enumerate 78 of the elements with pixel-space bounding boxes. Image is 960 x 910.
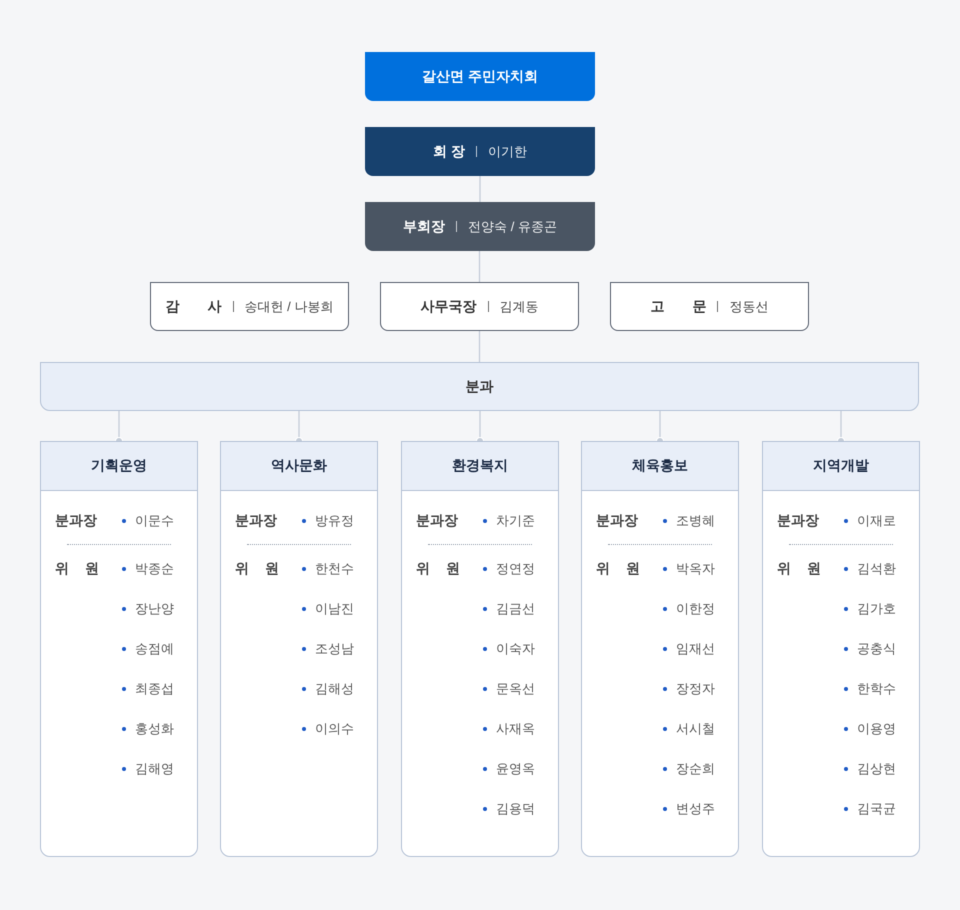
position-title: 갈산면 주민자치회 bbox=[422, 68, 538, 86]
member-name: 정연정 bbox=[496, 560, 535, 578]
committee-card bbox=[762, 441, 920, 857]
role-label: 위 원 bbox=[777, 560, 821, 578]
committee-header: 환경복지 bbox=[402, 442, 558, 491]
member-name: 공충식 bbox=[857, 640, 896, 658]
member-name: 임재선 bbox=[676, 640, 715, 658]
role-label: 위 원 bbox=[55, 560, 99, 578]
member-name: 김해영 bbox=[135, 760, 174, 778]
member-name: 홍성화 bbox=[135, 720, 174, 738]
member-name: 김상현 bbox=[857, 760, 896, 778]
member-name: 장순희 bbox=[676, 760, 715, 778]
member-name: 박종순 bbox=[135, 560, 174, 578]
member-name: 김금선 bbox=[496, 600, 535, 618]
member-name: 김가호 bbox=[857, 600, 896, 618]
member-name: 이문수 bbox=[135, 512, 174, 530]
position-box bbox=[150, 282, 349, 331]
position-box bbox=[365, 202, 595, 251]
position-title: 고 문 bbox=[650, 298, 706, 316]
member-name: 서시철 bbox=[676, 720, 715, 738]
position-title: 회 장 bbox=[433, 142, 465, 160]
member-name: 조성남 bbox=[315, 640, 354, 658]
member-name: 김계동 bbox=[500, 298, 538, 316]
committee-header: 기획운영 bbox=[41, 442, 197, 491]
role-label: 분과장 bbox=[416, 512, 458, 530]
committee-card bbox=[220, 441, 378, 857]
member-name: 한천수 bbox=[315, 560, 354, 578]
connector-line bbox=[478, 251, 480, 282]
member-name: 정동선 bbox=[729, 298, 768, 316]
member-name: 장정자 bbox=[676, 680, 715, 698]
member-name: 조병혜 bbox=[676, 512, 715, 530]
member-name: 방유정 bbox=[315, 512, 354, 530]
position-title: 사무국장 bbox=[420, 298, 476, 316]
position-box bbox=[365, 127, 595, 176]
member-name: 김석환 bbox=[857, 560, 896, 578]
role-label: 분과장 bbox=[235, 512, 277, 530]
member-name: 문옥선 bbox=[496, 680, 535, 698]
connector-line bbox=[479, 176, 481, 202]
member-name: 최종섭 bbox=[135, 680, 174, 698]
member-name: 송점예 bbox=[135, 640, 174, 658]
member-name: 송대헌 / 나봉희 bbox=[244, 298, 334, 316]
member-name: 사재옥 bbox=[496, 720, 535, 738]
role-label: 분과장 bbox=[596, 512, 638, 530]
connector-line bbox=[478, 331, 480, 362]
member-name: 전양숙 / 유종곤 bbox=[468, 218, 557, 236]
member-name: 한학수 bbox=[857, 680, 896, 698]
position-title: 부회장 bbox=[403, 218, 446, 236]
member-name: 이남진 bbox=[315, 600, 354, 618]
committee-card bbox=[401, 441, 559, 857]
member-name: 김국균 bbox=[857, 800, 896, 818]
position-box bbox=[365, 52, 595, 101]
role-label: 위 원 bbox=[596, 560, 640, 578]
member-name: 이한정 bbox=[676, 600, 715, 618]
member-name: 장난양 bbox=[135, 600, 174, 618]
member-name: 김해성 bbox=[315, 680, 354, 698]
division-band: 분과 bbox=[40, 362, 919, 411]
member-name: 변성주 bbox=[676, 800, 715, 818]
committee-card bbox=[40, 441, 198, 857]
committee-card bbox=[581, 441, 739, 857]
role-label: 분과장 bbox=[777, 512, 819, 530]
member-name: 이의수 bbox=[315, 720, 354, 738]
role-label: 위 원 bbox=[235, 560, 279, 578]
member-name: 이용영 bbox=[857, 720, 896, 738]
member-name: 이숙자 bbox=[496, 640, 535, 658]
member-name: 박옥자 bbox=[676, 560, 715, 578]
member-name: 차기준 bbox=[496, 512, 535, 530]
position-title: 감 사 bbox=[166, 298, 222, 316]
position-box bbox=[610, 282, 809, 331]
position-box bbox=[380, 282, 579, 331]
member-name: 김용덕 bbox=[496, 800, 535, 818]
member-name: 이재로 bbox=[857, 512, 896, 530]
member-name: 이기한 bbox=[488, 142, 527, 160]
committee-header: 체육홍보 bbox=[582, 442, 738, 491]
member-name: 윤영옥 bbox=[496, 760, 535, 778]
role-label: 위 원 bbox=[416, 560, 460, 578]
role-label: 분과장 bbox=[55, 512, 97, 530]
committee-header: 지역개발 bbox=[763, 442, 919, 491]
committee-header: 역사문화 bbox=[221, 442, 377, 491]
